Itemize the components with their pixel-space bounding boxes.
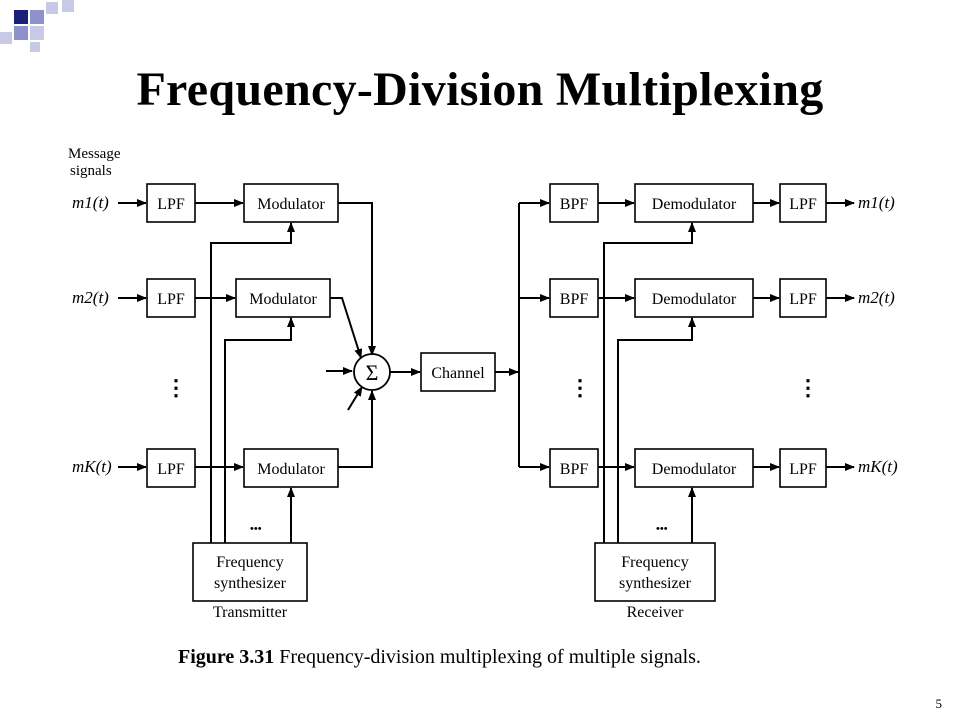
tx-lpf-label-3: LPF [157,461,185,478]
modulator-box-2 [235,278,331,318]
modulator-label-1: Modulator [257,196,325,213]
rx-synth-line2: synthesizer [619,575,692,592]
demodulator-label-1: Demodulator [652,196,737,213]
modulator-label-2: Modulator [249,291,317,308]
rx-synth-line1: Frequency [621,554,689,571]
figure-caption-text: Frequency-division multiplexing of multi… [274,646,701,668]
demodulator-box-1 [634,183,754,223]
output-label-2: m2(t) [858,288,895,307]
rx-carrier-line-2 [617,317,696,543]
demodulator-label-2: Demodulator [652,291,737,308]
corner-square-1 [14,10,28,24]
rx-synth-box [594,542,716,602]
corner-square-7 [62,0,74,12]
modulator-label-3: Modulator [257,461,325,478]
tx-synth-line2: synthesizer [214,575,287,592]
rx-lpf-label-2: LPF [789,291,817,308]
tx-lpf-label-1: LPF [157,196,185,213]
signals-label: signals [70,163,112,179]
rx-vdots-lpf: ⋮ [797,375,819,400]
tx-synth-line1: Frequency [216,554,284,571]
bpf-label-2: BPF [560,291,589,308]
tx-hdots: ••• [250,523,262,535]
message-label: Message [68,146,121,162]
sum-extra-input-2 [347,386,363,411]
bpf-label-3: BPF [560,461,589,478]
bpf-box-2 [549,278,599,318]
figure-caption: Figure 3.31 Frequency-division multiplex… [178,646,701,669]
corner-square-4 [14,26,28,40]
rx-lpf-box-2 [779,278,827,318]
tx-carrier-line-1 [210,222,295,543]
input-label-1: m1(t) [72,193,109,212]
transmitter-label: Transmitter [213,604,288,621]
corner-square-8 [30,42,40,52]
input-label-3: mK(t) [72,457,112,476]
mod-sum-path-1 [338,202,376,356]
channel-label: Channel [431,365,485,382]
rx-carrier-line-1 [603,222,696,543]
bpf-label-1: BPF [560,196,589,213]
corner-square-5 [30,26,44,40]
output-label-3: mK(t) [858,457,898,476]
corner-square-3 [46,2,58,14]
page-number: 5 [935,696,943,711]
corner-square-2 [30,10,44,24]
modulator-box-1 [243,183,339,223]
channel-box [420,352,496,392]
tx-lpf-label-2: LPF [157,291,185,308]
rx-vdots-bpf: ⋮ [569,375,591,400]
demodulator-label-3: Demodulator [652,461,737,478]
corner-square-6 [0,32,12,44]
tx-carrier-line-2 [224,317,295,543]
mod-sum-path-2 [330,297,363,359]
receiver-label: Receiver [627,604,685,621]
rx-lpf-label-1: LPF [789,196,817,213]
rx-hdots: ••• [656,523,668,535]
rx-lpf-label-3: LPF [789,461,817,478]
rx-lpf-box-1 [779,183,827,223]
bpf-box-3 [549,448,599,488]
input-label-2: m2(t) [72,288,109,307]
slide-title: Frequency-Division Multiplexing [136,63,824,116]
tx-vdots: ⋮ [165,375,187,400]
tx-synth-box [192,542,308,602]
tx-lpf-box-2 [146,278,196,318]
figure-caption-label: Figure 3.31 [178,646,275,668]
output-label-1: m1(t) [858,193,895,212]
demodulator-box-2 [634,278,754,318]
demodulator-box-3 [634,448,754,488]
rx-lpf-box-3 [779,448,827,488]
summer-symbol: Σ [366,360,379,385]
mod-sum-path-3 [338,390,376,468]
